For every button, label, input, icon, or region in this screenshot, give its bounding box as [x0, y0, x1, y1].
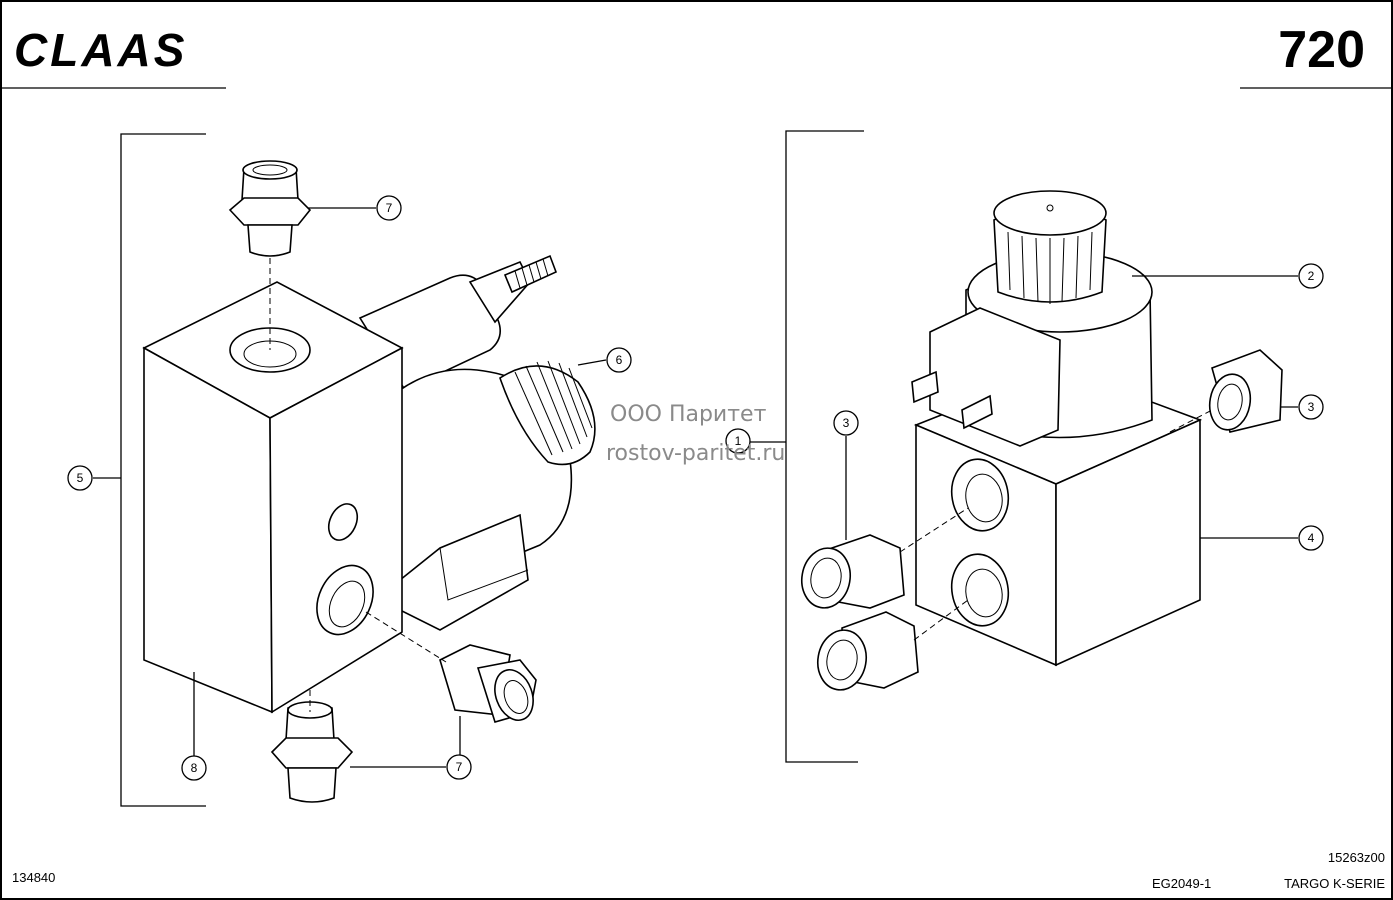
fitting-top-left: [228, 160, 312, 257]
left-valve-assembly: [93, 133, 607, 807]
callout-7-top: 7: [376, 195, 402, 221]
svg-text:3: 3: [1308, 400, 1315, 414]
terminal-tab-2: [961, 394, 993, 430]
assembly-bracket-left: [120, 133, 206, 807]
side-plug-hole: [327, 503, 359, 541]
cap-top: [993, 190, 1107, 236]
footer-left-code: 134840: [12, 870, 55, 885]
valve-body-side: [1055, 418, 1201, 667]
watermark-url: rostov-paritet.ru: [606, 441, 785, 466]
svg-text:7: 7: [456, 760, 463, 774]
callout-8: 8: [181, 755, 207, 781]
lower-port: [950, 553, 1010, 627]
callout-4: 4: [1298, 525, 1324, 551]
footer-series: TARGO K-SERIE: [1284, 876, 1385, 891]
callout-5: 5: [67, 465, 93, 491]
side-port-inner: [328, 580, 366, 628]
assembly-line-right: [1169, 409, 1213, 433]
threaded-stud: [503, 254, 558, 294]
callout-6: 6: [606, 347, 632, 373]
upper-port-inner: [965, 473, 1003, 523]
svg-text:7: 7: [386, 201, 393, 215]
fitting-left-lower: [816, 611, 919, 691]
assembly-bracket-right: [785, 130, 864, 763]
lower-port-inner: [965, 568, 1003, 618]
fitting-left-upper: [800, 534, 905, 609]
page-number: 720: [1278, 21, 1365, 79]
assembly-line-lower: [913, 599, 969, 641]
cap-dot: [1046, 204, 1054, 212]
right-valve-assembly: [750, 130, 1298, 763]
fitting-side-left: [439, 644, 537, 723]
svg-text:5: 5: [77, 471, 84, 485]
cap-ridges: [1007, 231, 1093, 304]
svg-text:8: 8: [191, 761, 198, 775]
svg-text:1: 1: [735, 434, 742, 448]
callout-2: 2: [1298, 263, 1324, 289]
assembly-line-upper: [899, 507, 969, 553]
callout-3-left: 3: [833, 410, 859, 436]
svg-text:3: 3: [843, 416, 850, 430]
connector-edge: [439, 547, 529, 601]
svg-text:6: 6: [616, 353, 623, 367]
svg-text:2: 2: [1308, 269, 1315, 283]
footer-group-code: EG2049-1: [1152, 876, 1211, 891]
watermark-company: ООО Паритет: [610, 402, 767, 427]
callout-1: 1: [725, 428, 751, 454]
footer-drawing-code: 15263z00: [1328, 850, 1385, 865]
fitting-right-side: [1208, 349, 1283, 433]
stud-threads: [514, 258, 549, 289]
leader-6: [577, 359, 607, 366]
upper-port: [950, 458, 1010, 532]
fitting-bottom-left: [270, 701, 354, 803]
assembly-line-side: [365, 611, 447, 663]
claas-logo: CLAAS: [14, 24, 187, 76]
callout-7-bottom: 7: [446, 754, 472, 780]
knob-ridges: [514, 360, 593, 456]
terminal-tab-1: [911, 370, 939, 404]
callout-3-right: 3: [1298, 394, 1324, 420]
svg-text:4: 4: [1308, 531, 1315, 545]
